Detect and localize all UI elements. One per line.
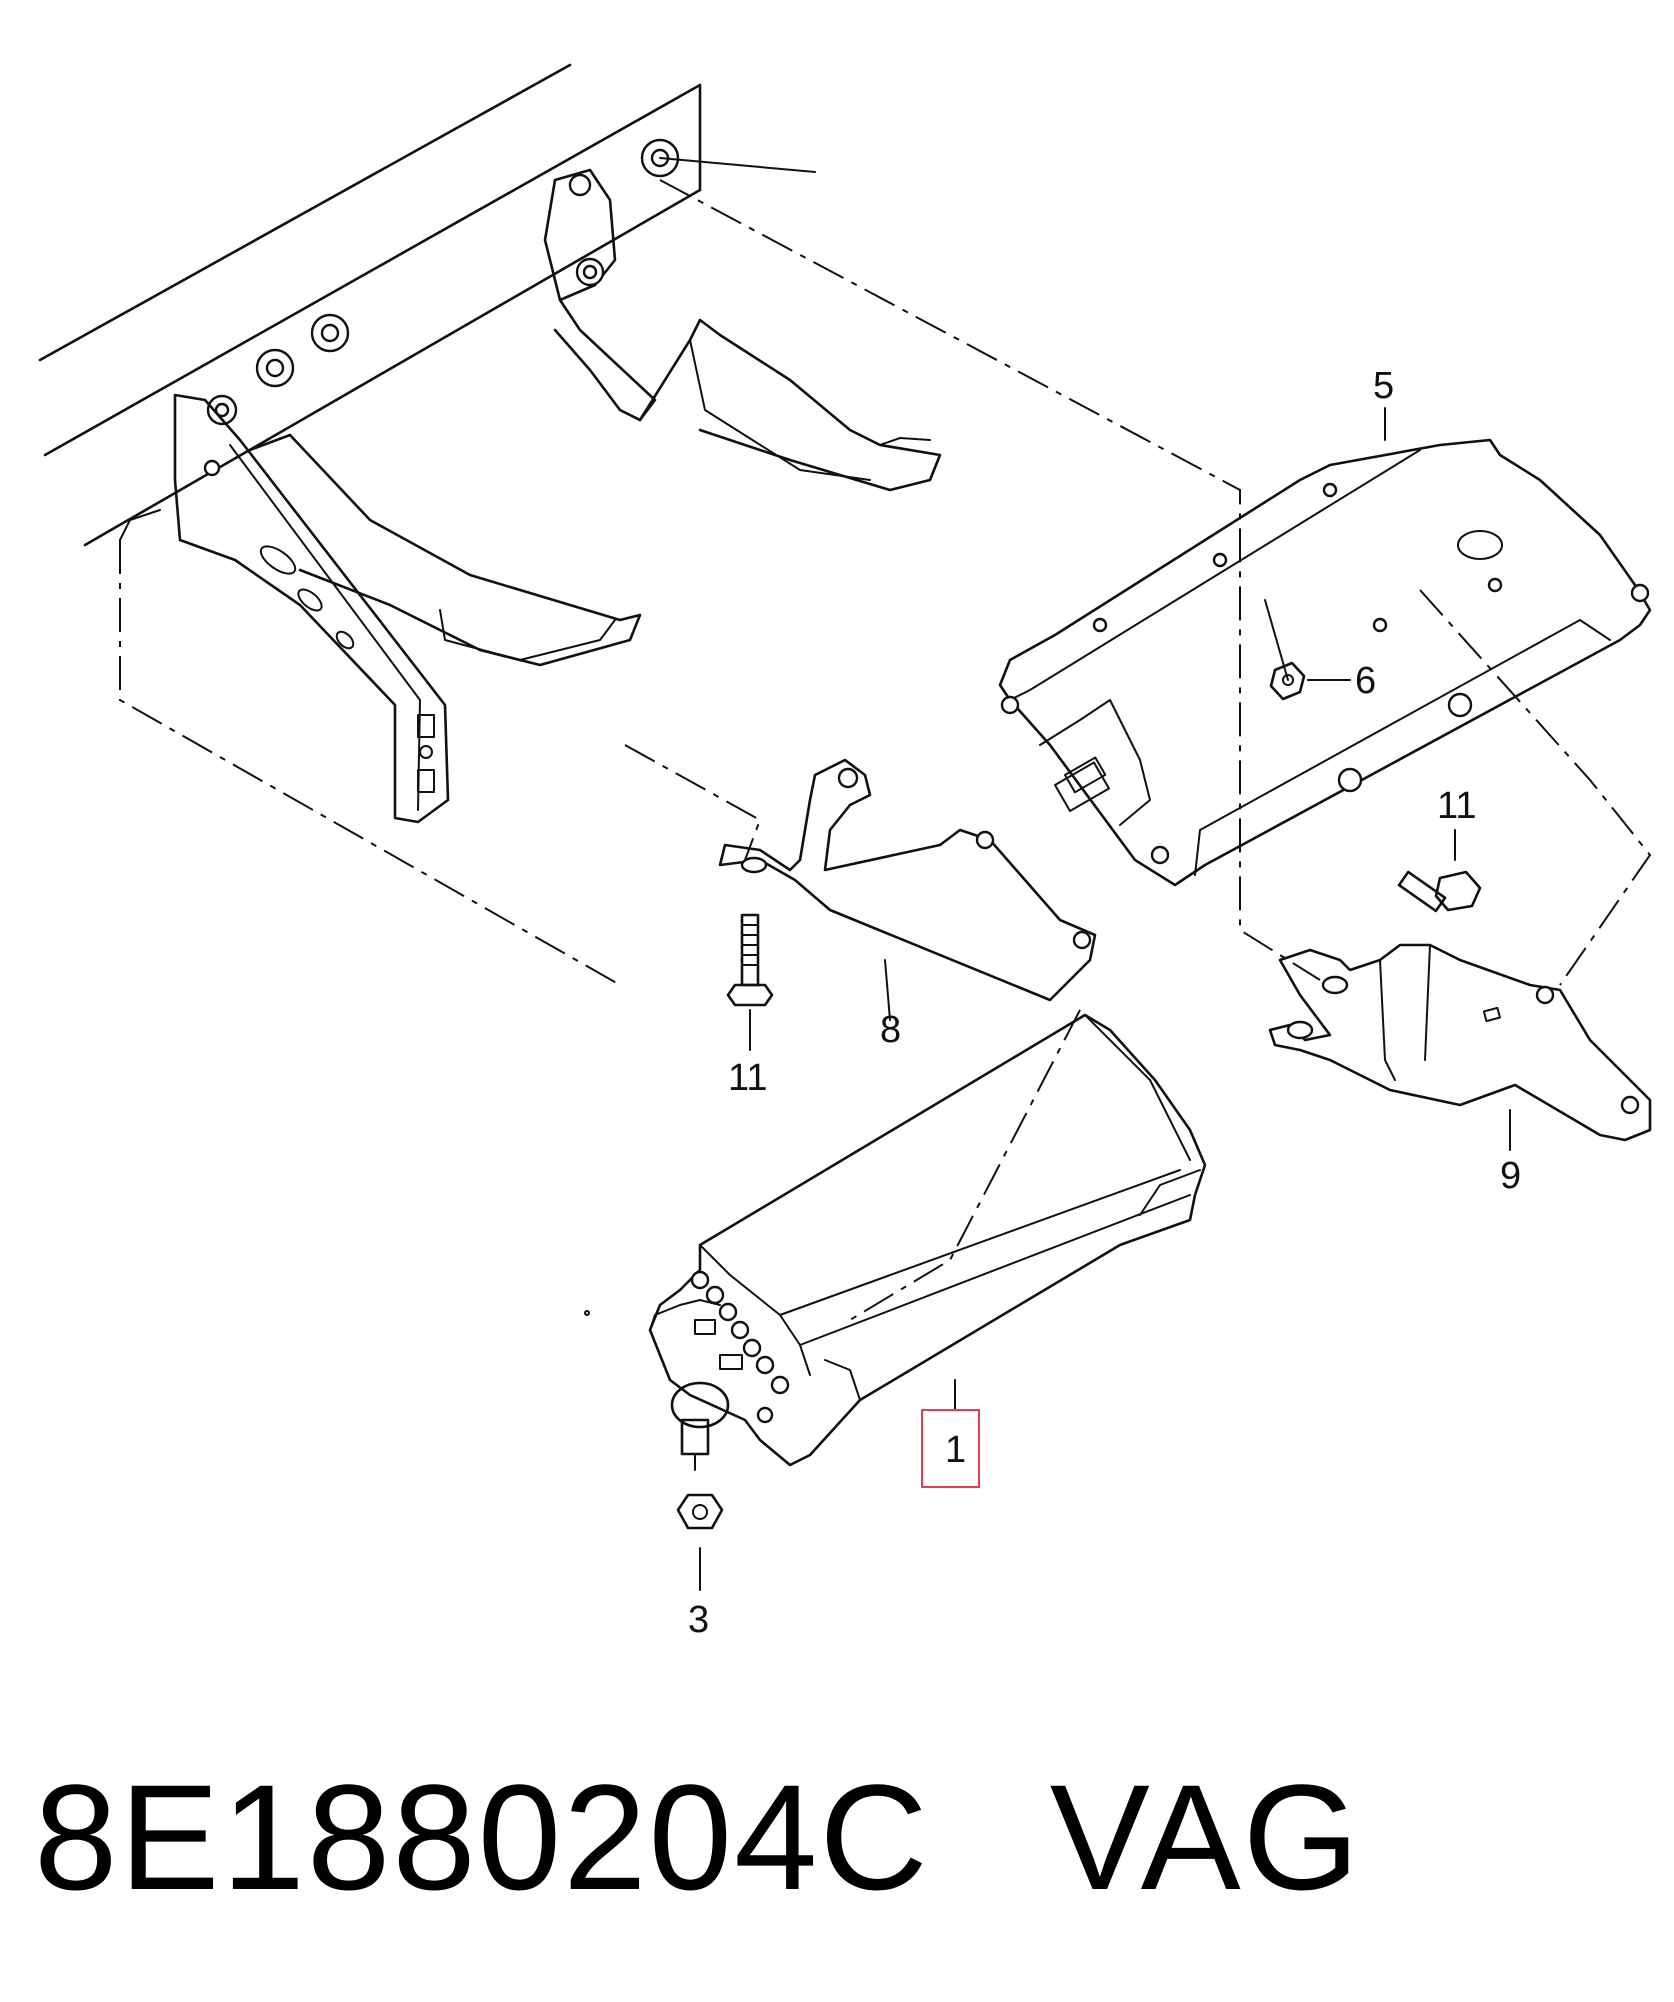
- part-6-nut: [1264, 599, 1351, 701]
- left-cross-strut: [248, 433, 642, 667]
- part-9-lower-bracket: [1268, 943, 1652, 1151]
- callout-11-right: 11: [1437, 785, 1476, 827]
- part-11-bolt-left: [726, 913, 774, 1051]
- callout-1: 1: [945, 1429, 966, 1471]
- callout-labels: 5 6 11 8 11 9 1 3: [688, 365, 1521, 1641]
- part-3-nut: [676, 1493, 724, 1591]
- callout-6: 6: [1355, 660, 1376, 702]
- assembly-lines: [119, 179, 1652, 1321]
- part-1-airbag-module: [584, 1013, 1207, 1471]
- part-5-carrier-frame: [998, 438, 1652, 887]
- callout-11-left: 11: [728, 1057, 767, 1099]
- part-8-mounting-plate: [718, 758, 1097, 1021]
- part-number: 8E1880204C: [34, 1753, 930, 1921]
- callout-5: 5: [1373, 365, 1394, 407]
- dashboard-crossmember: [38, 63, 816, 547]
- exploded-parts-diagram: 5 6 11 8 11 9 1 3: [38, 63, 1652, 1641]
- left-support-bracket: [173, 393, 450, 824]
- callout-9: 9: [1500, 1155, 1521, 1197]
- part-11-bolt-right: [1397, 829, 1482, 913]
- center-upper-bracket: [543, 168, 942, 492]
- brand-name: VAG: [1049, 1753, 1362, 1921]
- callout-3: 3: [688, 1599, 709, 1641]
- callout-1-highlight: [921, 1409, 980, 1488]
- callout-8: 8: [880, 1009, 901, 1051]
